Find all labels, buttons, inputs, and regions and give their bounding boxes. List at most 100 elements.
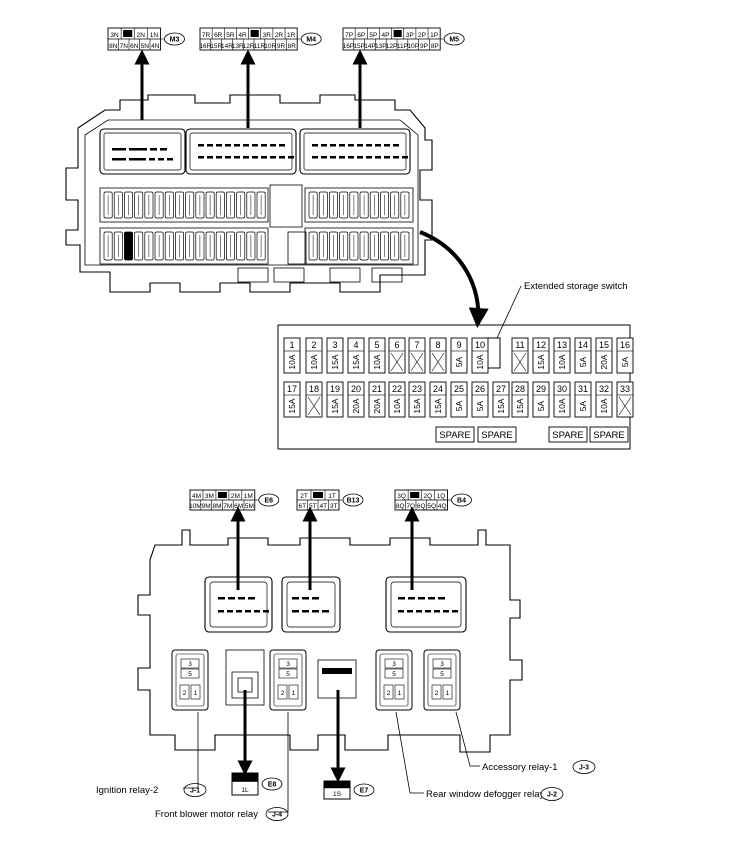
fuse-number: 5: [374, 340, 379, 350]
fuse-number: 4: [353, 340, 358, 350]
fuse-number: 18: [309, 384, 319, 394]
fuse-7[interactable]: [408, 337, 426, 374]
fuse-3[interactable]: [326, 337, 344, 374]
fuse-amperage: 20A: [599, 354, 609, 369]
fuse-amperage: 15A: [351, 354, 361, 369]
fuse-11[interactable]: [511, 337, 529, 374]
fuse-24[interactable]: [429, 381, 447, 418]
fuse-32[interactable]: [595, 381, 613, 418]
fuse-27[interactable]: [492, 381, 510, 418]
fuse-23[interactable]: [408, 381, 426, 418]
relay-label: Front blower motor relay: [155, 809, 258, 820]
fuse-1[interactable]: [283, 337, 301, 374]
pin-label: 10P: [407, 43, 419, 50]
relay-pin: 5: [440, 671, 444, 678]
fuse-22[interactable]: [388, 381, 406, 418]
relay-housing-pins: [218, 597, 458, 613]
fuse-number: 19: [330, 384, 340, 394]
relay-tag-oval: [265, 807, 289, 821]
relay-tag: J-2: [547, 792, 557, 799]
fuse-2[interactable]: [305, 337, 323, 374]
fuse-number: 25: [454, 384, 464, 394]
fuse-9[interactable]: [450, 337, 468, 374]
pin-label: 6N: [130, 43, 139, 50]
pin-label: 5Q: [427, 503, 436, 510]
fuse-14[interactable]: [574, 337, 592, 374]
fuse-amperage: 5A: [454, 400, 464, 411]
fuse-26[interactable]: [471, 381, 489, 418]
fuse-20[interactable]: [347, 381, 365, 418]
fuse-amperage: 10A: [599, 398, 609, 413]
connector-tag-oval: [353, 783, 375, 797]
fuse-15[interactable]: [595, 337, 613, 374]
spare-fuse-slot[interactable]: [548, 426, 588, 443]
pin-label: 10M: [189, 503, 202, 510]
fuse-8[interactable]: [429, 337, 447, 374]
fuse-6[interactable]: [388, 337, 406, 374]
fuse-21[interactable]: [368, 381, 386, 418]
pin-label: 8R: [288, 43, 297, 50]
fuse-33[interactable]: [616, 381, 634, 418]
fuse-amperage: 15A: [536, 354, 546, 369]
fuse-16[interactable]: [616, 337, 634, 374]
spare-fuse-slot[interactable]: [435, 426, 475, 443]
fuse-number: 21: [372, 384, 382, 394]
relay-pin: 5: [392, 671, 396, 678]
fuse-4[interactable]: [347, 337, 365, 374]
spare-fuse-slot[interactable]: [589, 426, 629, 443]
relay-tag: J-4: [272, 812, 282, 819]
fuse-number: 15: [599, 340, 609, 350]
pin-label: 3P: [406, 32, 414, 39]
pin-label: 1N: [150, 32, 159, 39]
relay-pin: 5: [286, 671, 290, 678]
fuse-amperage: 10A: [309, 354, 319, 369]
fuse-31[interactable]: [574, 381, 592, 418]
pin-label: 14P: [364, 43, 376, 50]
fuse-number: 28: [515, 384, 525, 394]
fuse-19[interactable]: [326, 381, 344, 418]
pin-label: 1P: [430, 32, 438, 39]
fuse-18[interactable]: [305, 381, 323, 418]
fuse-29[interactable]: [532, 381, 550, 418]
fuse-number: 17: [287, 384, 297, 394]
fuse-number: 20: [351, 384, 361, 394]
fuse-number: 13: [557, 340, 567, 350]
arrow-to-fuse-panel: [419, 230, 489, 328]
fuse-12[interactable]: [532, 337, 550, 374]
connector-key: [410, 492, 420, 498]
fuse-30[interactable]: [553, 381, 571, 418]
fuse-13[interactable]: [553, 337, 571, 374]
fuse-25[interactable]: [450, 381, 468, 418]
spare-label: SPARE: [593, 430, 625, 441]
spare-fuse-slot[interactable]: [477, 426, 517, 443]
connector-key: [313, 492, 323, 498]
pin-label: 10R: [264, 43, 276, 50]
fuse-28[interactable]: [511, 381, 529, 418]
relay-pin: 5: [188, 671, 192, 678]
pin-label: 16P: [343, 43, 355, 50]
pin-label: 8P: [431, 43, 439, 50]
pin-label: 4P: [382, 32, 390, 39]
pin-label: 3M: [205, 493, 214, 500]
fuse-amperage: 20A: [351, 398, 361, 413]
fuse-10[interactable]: [471, 337, 489, 374]
fuse-number: 2: [311, 340, 316, 350]
fuse-number: 26: [475, 384, 485, 394]
connector-key: [393, 30, 402, 37]
fuse-amperage: 10A: [557, 398, 567, 413]
fuse-amperage: 5A: [578, 400, 588, 411]
pin-label: 2P: [418, 32, 426, 39]
relay-pin: 3: [392, 661, 396, 668]
relay-pin: 3: [440, 661, 444, 668]
fuse-17[interactable]: [283, 381, 301, 418]
relay-pin: 2: [435, 690, 439, 697]
fuse-amperage: 15A: [412, 398, 422, 413]
pin-label: 2T: [300, 493, 308, 500]
fuse-5[interactable]: [368, 337, 386, 374]
